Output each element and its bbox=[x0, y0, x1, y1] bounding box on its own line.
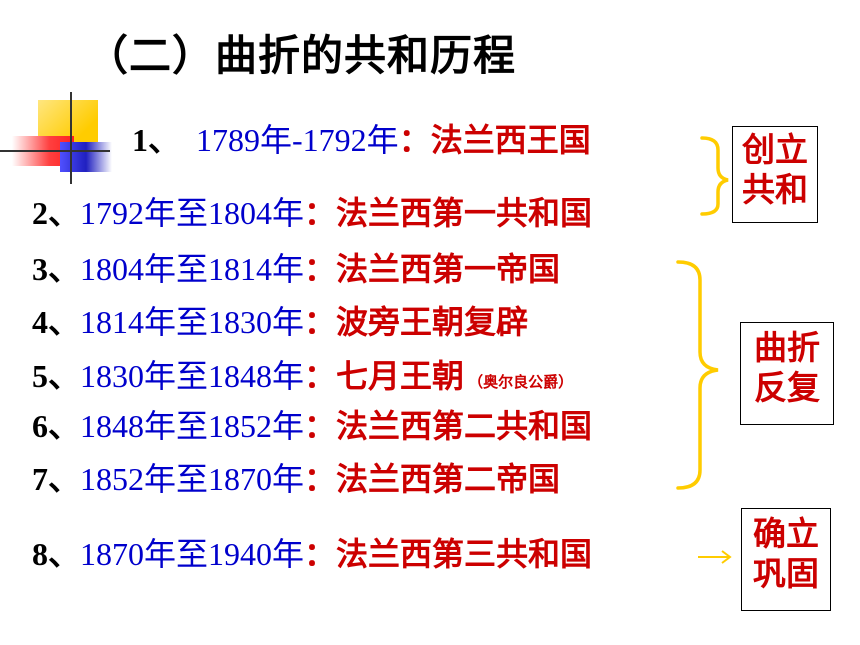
item-colon: ： bbox=[304, 250, 337, 288]
item-colon: ： bbox=[304, 460, 337, 498]
decoration-horizontal-line bbox=[0, 150, 110, 152]
item-colon: ： bbox=[304, 303, 337, 341]
item-regime: 波旁王朝复辟 bbox=[336, 303, 529, 341]
item-years: 1814年至1830年 bbox=[80, 304, 305, 340]
item-number: 3、 bbox=[32, 251, 81, 287]
bracket-overlay bbox=[676, 136, 732, 564]
item-years: 1804年至1814年 bbox=[80, 251, 305, 287]
item-number: 1、 bbox=[132, 122, 181, 158]
item-years: 1830年至1848年 bbox=[80, 358, 305, 394]
item-regime: 法兰西第一共和国 bbox=[336, 194, 593, 232]
list-item: 5、1830年至1848年：七月王朝（奥尔良公爵） bbox=[32, 360, 573, 392]
brace-middle bbox=[676, 260, 719, 490]
list-item: 8、1870年至1940年：法兰西第三共和国 bbox=[32, 538, 592, 570]
brace-top bbox=[700, 136, 729, 216]
item-colon: ： bbox=[304, 535, 337, 573]
label-box-establish: 创立 共和 bbox=[732, 126, 818, 223]
box-line-2: 反复 bbox=[754, 368, 820, 407]
list-item: 7、1852年至1870年：法兰西第二帝国 bbox=[32, 463, 560, 495]
list-item: 3、1804年至1814年：法兰西第一帝国 bbox=[32, 253, 560, 285]
item-regime: 法兰西第一帝国 bbox=[336, 250, 561, 288]
item-number: 4、 bbox=[32, 304, 81, 340]
decoration-vertical-line bbox=[70, 92, 72, 184]
box-line-2: 共和 bbox=[742, 170, 808, 209]
item-number: 2、 bbox=[32, 195, 81, 231]
item-regime: 法兰西王国 bbox=[430, 121, 591, 159]
item-number: 8、 bbox=[32, 536, 81, 572]
label-box-twists: 曲折 反复 bbox=[740, 322, 834, 425]
list-item: 1、 1789年-1792年：法兰西王国 bbox=[132, 124, 591, 156]
item-number: 5、 bbox=[32, 358, 81, 394]
decoration-blue-square bbox=[60, 142, 112, 172]
item-note: （奥尔良公爵） bbox=[468, 373, 574, 391]
item-regime: 法兰西第三共和国 bbox=[336, 535, 593, 573]
item-years: 1792年至1804年 bbox=[80, 195, 305, 231]
item-colon: ： bbox=[304, 407, 337, 445]
list-item: 4、1814年至1830年：波旁王朝复辟 bbox=[32, 306, 528, 338]
decoration-corner bbox=[0, 92, 112, 192]
item-number: 6、 bbox=[32, 408, 81, 444]
list-item: 2、1792年至1804年：法兰西第一共和国 bbox=[32, 197, 592, 229]
item-years: 1852年至1870年 bbox=[80, 461, 305, 497]
label-box-consolidate: 确立 巩固 bbox=[741, 508, 831, 611]
item-colon: ： bbox=[304, 357, 337, 395]
list-item: 6、1848年至1852年：法兰西第二共和国 bbox=[32, 410, 592, 442]
box-line-1: 创立 bbox=[742, 130, 808, 169]
item-colon: ： bbox=[398, 121, 431, 159]
box-line-1: 确立 bbox=[753, 514, 819, 553]
item-regime: 七月王朝 bbox=[336, 357, 465, 395]
box-line-2: 巩固 bbox=[753, 554, 819, 593]
item-years: 1848年至1852年 bbox=[80, 408, 305, 444]
item-regime: 法兰西第二共和国 bbox=[336, 407, 593, 445]
item-number: 7、 bbox=[32, 461, 81, 497]
item-colon: ： bbox=[304, 194, 337, 232]
item-years: 1870年至1940年 bbox=[80, 536, 305, 572]
box-line-1: 曲折 bbox=[754, 328, 820, 367]
item-regime: 法兰西第二帝国 bbox=[336, 460, 561, 498]
page-title: （二）曲折的共和历程 bbox=[86, 31, 517, 80]
item-years: 1789年-1792年 bbox=[196, 122, 399, 158]
arrow-icon bbox=[698, 550, 732, 564]
